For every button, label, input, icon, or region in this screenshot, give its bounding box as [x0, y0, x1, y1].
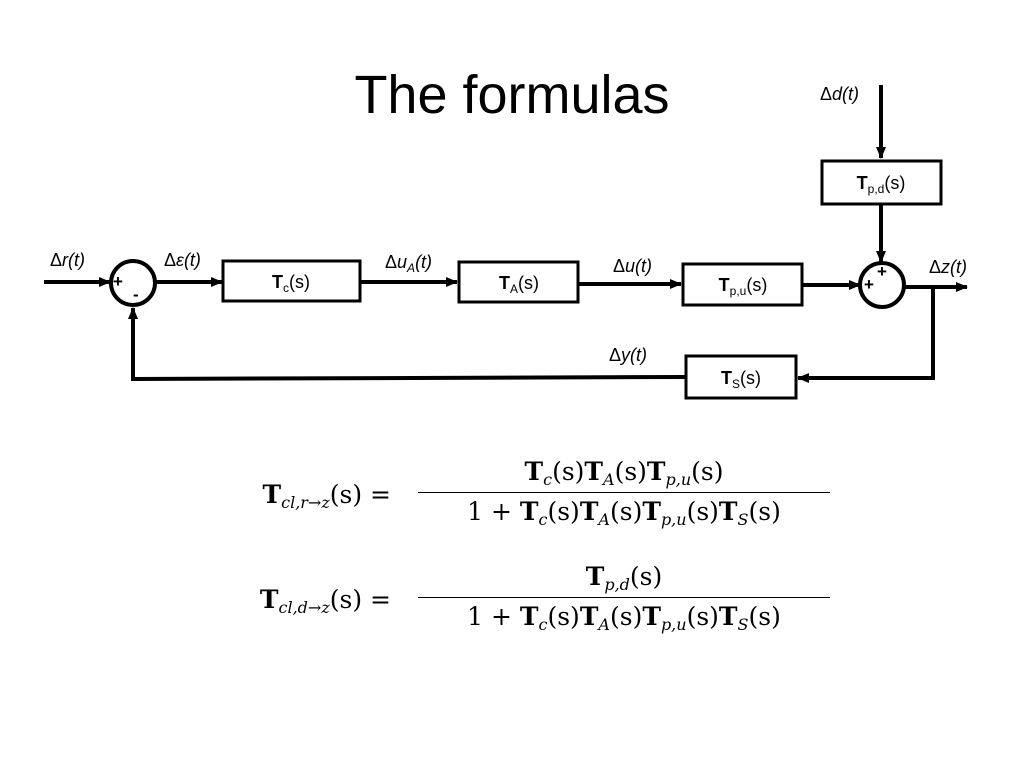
actuator-block: TA(s) — [457, 260, 580, 304]
formula-2-numerator: Tp,d(s) — [585, 562, 663, 594]
formula-2-fraction: Tp,d(s) 1 + Tc(s)TA(s)Tp,u(s)TS(s) — [418, 562, 830, 634]
formula-1-fraction-bar — [418, 492, 830, 493]
summing-junction-left: + - — [109, 259, 157, 307]
actuator-cmd-signal-label: ΔuA(t) — [385, 252, 432, 275]
formula-1-denominator: 1 + Tc(s)TA(s)Tp,u(s)TS(s) — [467, 497, 781, 529]
svg-text:TS(s): TS(s) — [721, 368, 761, 391]
disturbance-signal-label: Δd(t) — [820, 84, 859, 104]
output-signal-label: Δz(t) — [929, 257, 967, 277]
svg-text:Tp,d(s): Tp,d(s) — [857, 173, 906, 196]
feedback-return-line — [128, 307, 686, 382]
formula-2-lhs: Tcl,d→z(s) = — [259, 585, 391, 617]
disturbance-path-block: Tp,d(s) — [820, 159, 943, 206]
formula-1-lhs: Tcl,r→z(s) = — [262, 480, 392, 512]
svg-text:Tc(s): Tc(s) — [272, 272, 310, 295]
summing-junction-right: + + — [858, 261, 906, 309]
feedback-pickoff-line — [797, 288, 935, 383]
svg-text:TA(s): TA(s) — [499, 273, 539, 296]
measurement-signal-label: Δy(t) — [609, 345, 647, 365]
formula-1-numerator: Tc(s)TA(s)Tp,u(s) — [524, 457, 724, 489]
sum-right-plus-left: + — [864, 275, 874, 294]
plant-block: Tp,u(s) — [681, 262, 804, 307]
controller-block: Tc(s) — [221, 259, 362, 303]
sum-left-minus: - — [133, 285, 139, 304]
formula-1-fraction: Tc(s)TA(s)Tp,u(s) 1 + Tc(s)TA(s)Tp,u(s)T… — [418, 457, 830, 529]
control-signal-label: Δu(t) — [613, 256, 652, 276]
formula-2-fraction-bar — [418, 597, 830, 598]
slide-title: The formulas — [354, 65, 670, 125]
svg-text:Tp,u(s): Tp,u(s) — [719, 275, 768, 298]
formula-2-denominator: 1 + Tc(s)TA(s)Tp,u(s)TS(s) — [467, 602, 781, 634]
reference-signal-label: Δr(t) — [50, 250, 85, 270]
sum-right-plus-top: + — [877, 262, 887, 281]
signal-lines — [44, 85, 968, 383]
sum-left-plus: + — [113, 272, 123, 291]
sensor-block: TS(s) — [684, 354, 798, 400]
error-signal-label: Δε(t) — [164, 250, 201, 270]
